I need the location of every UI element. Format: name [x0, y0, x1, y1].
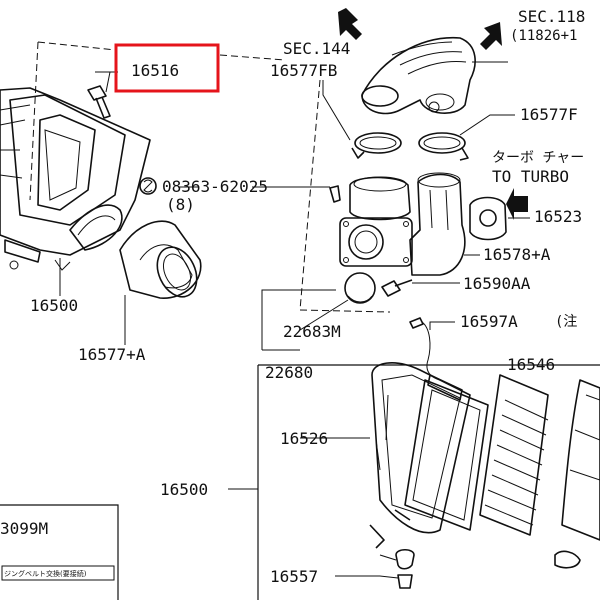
grommet-16557 [379, 548, 415, 589]
callout-11826: (11826+1 [510, 28, 577, 44]
plug-22683m [344, 272, 376, 304]
bolt-16516 [87, 85, 111, 119]
callout-16577a: 16577+A [78, 345, 146, 364]
label-box-3099m [0, 504, 119, 600]
clamp-16577f [418, 132, 469, 161]
air-flow-meter [329, 176, 413, 267]
callout-16516-highlight [114, 43, 220, 93]
callout-sec144: SEC.144 [283, 39, 350, 58]
callout-3099m: 3099M [0, 519, 48, 538]
sensor-16597a [409, 317, 441, 381]
callout-16577f: 16577F [520, 105, 578, 124]
callout-bolt: 08363-62025 [162, 177, 268, 196]
callout-16500-top: 16500 [30, 296, 78, 315]
callout-16526: 16526 [280, 429, 328, 448]
arrow-to-turbo [506, 188, 528, 220]
air-duct-16577a [119, 220, 202, 299]
callout-22683m: 22683M [283, 322, 341, 341]
duct-16578a [409, 172, 466, 276]
assembly-dash-lines [29, 41, 391, 313]
filter-box-frame [228, 364, 600, 600]
callout-16557: 16557 [270, 567, 318, 586]
callout-to-turbo: TO TURBO [492, 167, 569, 186]
filter-cover [554, 379, 600, 569]
callout-bolt-qty: (8) [166, 195, 195, 214]
label-text-jp: ジングベルト交換(要接続) [4, 569, 87, 578]
callout-16578a: 16578+A [483, 245, 551, 264]
bolt-symbol [139, 177, 157, 195]
callout-16577fb: 16577FB [270, 61, 337, 80]
callout-turbo-jp: ターボ チャー [492, 150, 584, 166]
leader-lines [59, 61, 530, 577]
filter-16546 [479, 374, 549, 536]
callout-16590aa: 16590AA [463, 274, 531, 293]
callout-16500-bottom: 16500 [160, 480, 208, 499]
callout-16597a: 16597A [460, 312, 518, 331]
arrow-sec144 [338, 8, 362, 40]
callout-note: (注 [555, 314, 577, 330]
gasket-16523 [469, 196, 507, 241]
intake-hose [361, 37, 476, 115]
callout-16523: 16523 [534, 207, 582, 226]
bolt-16590aa [381, 279, 413, 297]
callout-16546: 16546 [507, 355, 555, 374]
filter-frame [404, 379, 489, 531]
air-cleaner-assembly-left [0, 87, 151, 271]
callout-16516: 16516 [131, 61, 179, 80]
clamp-16577fb [351, 132, 402, 159]
housing-16526 [369, 362, 471, 549]
callout-22680: 22680 [265, 363, 313, 382]
callout-sec118: SEC.118 [518, 7, 585, 26]
arrow-sec118 [480, 22, 502, 50]
